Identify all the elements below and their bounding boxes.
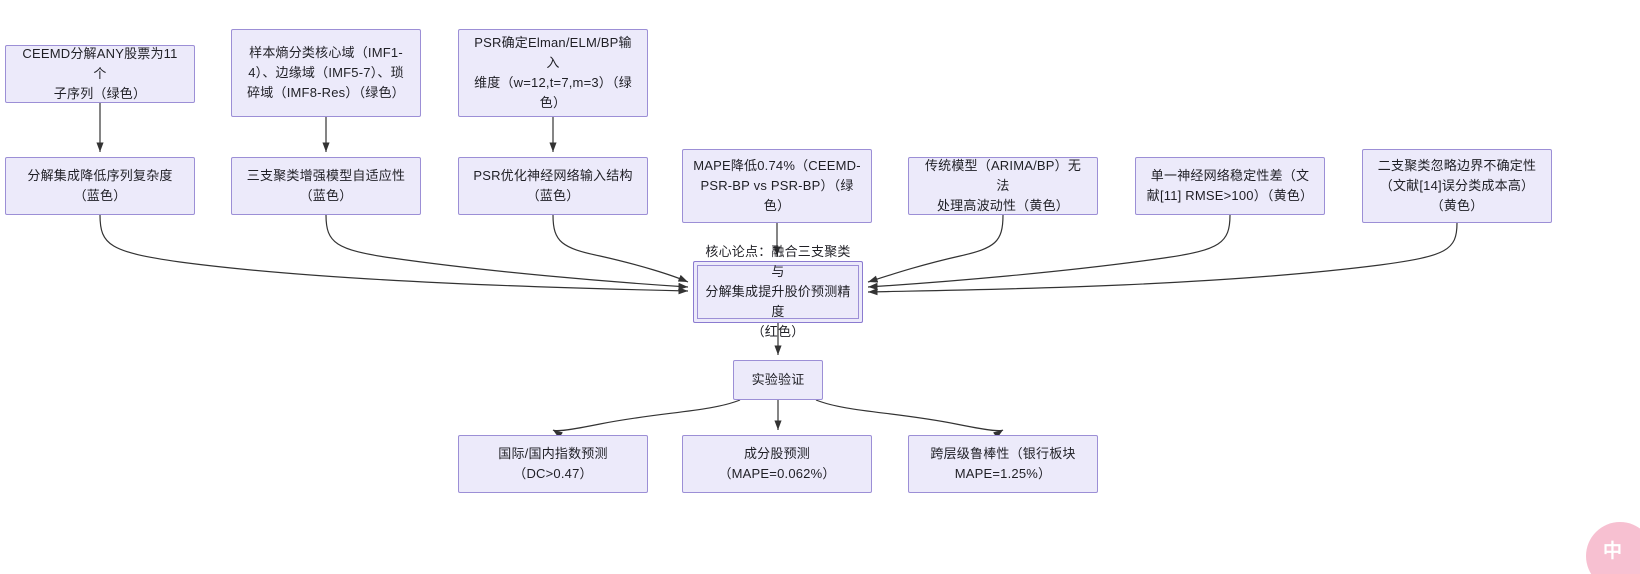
node-constituent-stock-result[interactable]: 成分股预测 （MAPE=0.062%） bbox=[682, 435, 872, 493]
node-label: 核心论点：融合三支聚类与 分解集成提升股价预测精度 （红色） bbox=[705, 244, 851, 339]
node-label: 三支聚类增强模型自适应性 （蓝色） bbox=[246, 168, 406, 203]
node-label: 二支聚类忽略边界不确定性 （文献[14]误分类成本高） （黄色） bbox=[1377, 158, 1537, 213]
node-psr-input-dimension[interactable]: PSR确定Elman/ELM/BP输入 维度（w=12,t=7,m=3）（绿 色… bbox=[458, 29, 648, 117]
node-sample-entropy-classification[interactable]: 样本熵分类核心域（IMF1- 4）、边缘域（IMF5-7）、琐 碎域（IMF8-… bbox=[231, 29, 421, 117]
node-label: PSR确定Elman/ELM/BP输入 维度（w=12,t=7,m=3）（绿 色… bbox=[474, 35, 632, 110]
node-index-prediction-result[interactable]: 国际/国内指数预测 （DC>0.47） bbox=[458, 435, 648, 493]
node-three-way-clustering-adaptivity[interactable]: 三支聚类增强模型自适应性 （蓝色） bbox=[231, 157, 421, 215]
node-experimental-validation[interactable]: 实验验证 bbox=[733, 360, 823, 400]
node-label: MAPE降低0.74%（CEEMD- PSR-BP vs PSR-BP）（绿 色… bbox=[693, 158, 861, 213]
node-label: CEEMD分解ANY股票为11个 子序列（绿色） bbox=[22, 46, 178, 101]
node-label: 传统模型（ARIMA/BP）无法 处理高波动性（黄色） bbox=[924, 158, 1082, 213]
node-label: 实验验证 bbox=[751, 372, 805, 387]
node-label: 国际/国内指数预测 （DC>0.47） bbox=[498, 446, 608, 481]
node-cross-level-robustness-result[interactable]: 跨层级鲁棒性（银行板块 MAPE=1.25%） bbox=[908, 435, 1098, 493]
node-ceemd-decomposition[interactable]: CEEMD分解ANY股票为11个 子序列（绿色） bbox=[5, 45, 195, 103]
edge-n6-core bbox=[552, 214, 689, 283]
edge-n10-core bbox=[867, 222, 1458, 296]
edge-n8-core bbox=[867, 214, 1004, 283]
node-label: PSR优化神经网络输入结构 （蓝色） bbox=[473, 168, 633, 203]
node-label: 跨层级鲁棒性（银行板块 MAPE=1.25%） bbox=[930, 446, 1076, 481]
node-single-network-instability-gap[interactable]: 单一神经网络稳定性差（文 献[11] RMSE>100）（黄色） bbox=[1135, 157, 1325, 215]
node-label: 成分股预测 （MAPE=0.062%） bbox=[718, 446, 836, 481]
edge-n4-core bbox=[99, 214, 689, 295]
node-two-way-clustering-boundary-gap[interactable]: 二支聚类忽略边界不确定性 （文献[14]误分类成本高） （黄色） bbox=[1362, 149, 1552, 223]
node-label: 分解集成降低序列复杂度 （蓝色） bbox=[27, 168, 173, 203]
node-label: 单一神经网络稳定性差（文 献[11] RMSE>100）（黄色） bbox=[1146, 168, 1314, 203]
node-mape-reduction-evidence[interactable]: MAPE降低0.74%（CEEMD- PSR-BP vs PSR-BP）（绿 色… bbox=[682, 149, 872, 223]
edge-n5-core bbox=[325, 214, 689, 290]
edge-n9-core bbox=[867, 214, 1231, 290]
node-core-claim[interactable]: 核心论点：融合三支聚类与 分解集成提升股价预测精度 （红色） bbox=[693, 244, 863, 339]
node-traditional-model-gap[interactable]: 传统模型（ARIMA/BP）无法 处理高波动性（黄色） bbox=[908, 157, 1098, 215]
node-psr-optimizes-network-structure[interactable]: PSR优化神经网络输入结构 （蓝色） bbox=[458, 157, 648, 215]
watermark-text: 中 bbox=[1602, 540, 1622, 562]
node-decomposition-reduces-complexity[interactable]: 分解集成降低序列复杂度 （蓝色） bbox=[5, 157, 195, 215]
node-label: 样本熵分类核心域（IMF1- 4）、边缘域（IMF5-7）、琐 碎域（IMF8-… bbox=[247, 45, 405, 100]
watermark-badge: 中 bbox=[1586, 522, 1640, 574]
edge-n11-n12 bbox=[552, 399, 741, 439]
edge-n11-n14 bbox=[815, 399, 1004, 439]
